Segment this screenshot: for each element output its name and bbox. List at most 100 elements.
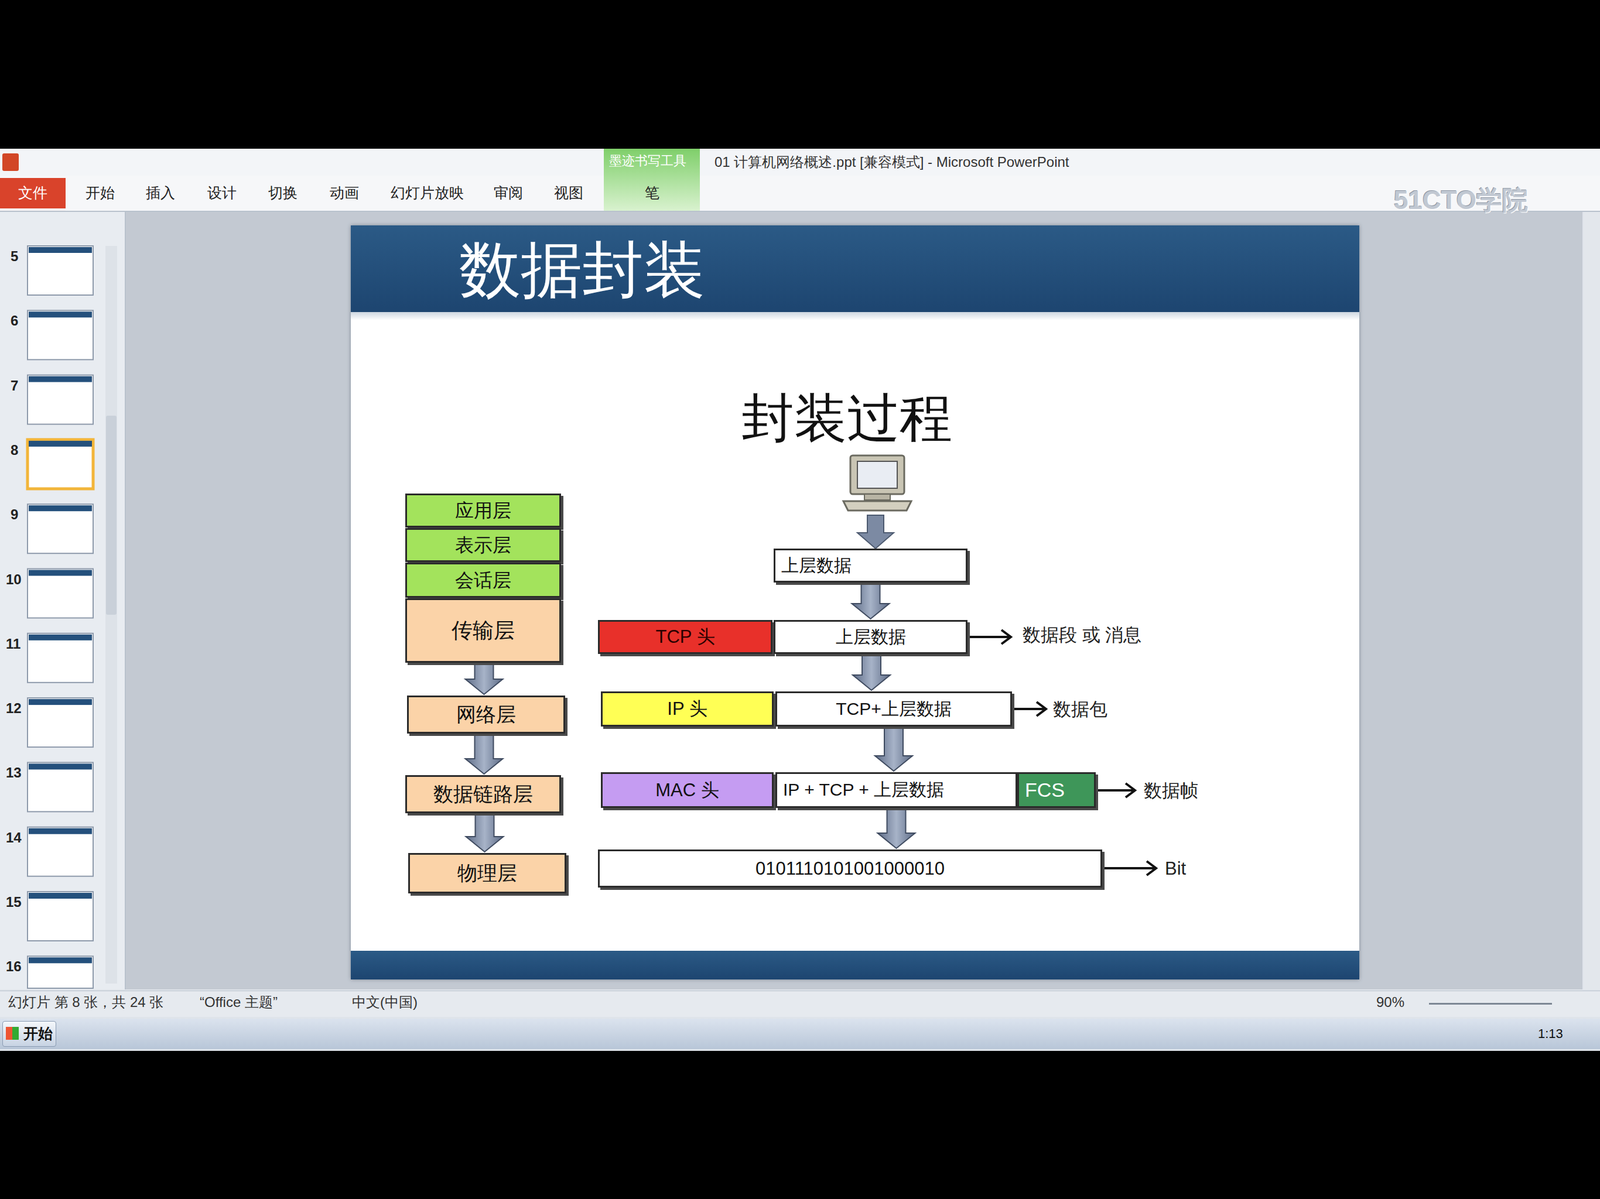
thumbnail-header xyxy=(28,440,92,447)
thumbnail-number: 15 xyxy=(5,894,22,912)
thumbnail-number: 13 xyxy=(5,764,22,782)
status-text: “Office 主题” xyxy=(199,994,278,1012)
block-arrow xyxy=(874,727,913,772)
layer-box: 物理层 xyxy=(408,853,567,894)
node-text: 物理层 xyxy=(457,862,518,885)
ribbon-tab: 笔 xyxy=(644,183,660,202)
layer-box: 表示层 xyxy=(405,528,562,563)
slide-thumbnail xyxy=(27,504,94,554)
ribbon-tab: 动画 xyxy=(329,183,360,202)
node-text: TCP+上层数据 xyxy=(835,699,952,720)
slide-thumbnail xyxy=(27,439,94,490)
clock: 1:13 xyxy=(1537,1026,1564,1042)
thumbnail-header xyxy=(28,311,92,318)
ribbon-tab: 设计 xyxy=(207,183,237,202)
block-arrow xyxy=(466,814,504,853)
status-text: 中文(中国) xyxy=(351,994,418,1012)
panel-scrollbar xyxy=(105,245,118,984)
thumbnail-header xyxy=(28,570,92,577)
thumbnail-number: 8 xyxy=(10,442,19,460)
ribbon-tab: 视图 xyxy=(554,183,584,202)
computer-arrow xyxy=(857,515,894,549)
ribbon-tab: 审阅 xyxy=(493,183,523,202)
ribbon-tab: 幻灯片放映 xyxy=(390,183,464,202)
layer-box: 数据链路层 xyxy=(405,775,562,814)
window-title: 01 计算机网络概述.ppt [兼容模式] - Microsoft PowerP… xyxy=(714,154,1069,172)
node-text: 应用层 xyxy=(455,500,512,522)
zoom-slider xyxy=(1428,1003,1552,1005)
panel-scroll-thumb xyxy=(106,415,117,615)
node-text: TCP 头 xyxy=(655,626,715,648)
node-text: IP 头 xyxy=(667,698,707,720)
status-text: 幻灯片 第 8 张，共 24 张 xyxy=(8,994,164,1012)
result-label: 数据包 xyxy=(1053,698,1108,721)
ribbon-tab: 文件 xyxy=(18,183,48,202)
slide-thumbnail xyxy=(27,310,94,360)
thumbnail-number: 6 xyxy=(10,312,19,330)
slide-thumbnail xyxy=(27,827,94,877)
thumbnail-number: 14 xyxy=(5,829,22,847)
node-text: 上层数据 xyxy=(781,555,852,577)
data-box: IP + TCP + 上层数据 xyxy=(775,772,1018,809)
block-arrow xyxy=(877,809,916,849)
slide-title: 数据封装 xyxy=(459,233,706,307)
thumbnail-number: 11 xyxy=(5,636,21,654)
slide-thumbnail xyxy=(27,569,94,619)
header-box: TCP 头 xyxy=(597,620,773,655)
node-text: 上层数据 xyxy=(835,627,907,648)
slide-thumbnail xyxy=(27,375,94,425)
watermark: 51CTO学院 xyxy=(1393,185,1528,217)
start-label: 开始 xyxy=(23,1024,53,1043)
result-arrows xyxy=(969,630,1157,876)
thumbnail-number: 10 xyxy=(5,571,22,589)
slide-thumbnail xyxy=(27,956,94,989)
trailer-box: FCS xyxy=(1017,772,1096,809)
thumbnail-header xyxy=(28,247,92,254)
slide-thumbnail xyxy=(27,698,94,748)
slide-thumbnail xyxy=(27,891,94,942)
thumbnail-header xyxy=(28,763,92,770)
ribbon-tab: 切换 xyxy=(268,183,298,202)
node-text: 会话层 xyxy=(455,569,512,592)
computer-icon xyxy=(843,455,912,511)
node-text: 传输层 xyxy=(451,618,515,643)
layer-box: 会话层 xyxy=(405,562,562,598)
thumbnail-header xyxy=(28,699,92,706)
block-arrow xyxy=(852,655,891,691)
bit-box: 0101110101001000010 xyxy=(597,849,1103,888)
node-text: 0101110101001000010 xyxy=(755,858,945,880)
block-arrow xyxy=(465,664,504,695)
status-text: 90% xyxy=(1376,994,1405,1012)
thumbnail-number: 16 xyxy=(5,958,22,976)
result-label: 数据段 或 消息 xyxy=(1022,624,1142,646)
layer-box: 传输层 xyxy=(405,598,562,663)
tool-tab: 墨迹书写工具 xyxy=(609,153,687,169)
thumbnail-number: 5 xyxy=(10,248,19,266)
thumbnail-number: 7 xyxy=(10,377,19,395)
data-box: 上层数据 xyxy=(773,548,968,583)
thumbnail-header xyxy=(28,893,92,899)
taskbar xyxy=(0,1019,1600,1050)
layer-box: 网络层 xyxy=(407,695,566,734)
node-text: FCS xyxy=(1024,778,1065,802)
ribbon-tab: 开始 xyxy=(85,183,115,202)
header-box: MAC 头 xyxy=(600,772,774,809)
node-text: 表示层 xyxy=(455,534,512,557)
block-arrow xyxy=(852,583,890,620)
result-label: 数据帧 xyxy=(1143,780,1199,802)
slide-header-fade xyxy=(350,312,1360,321)
data-box: TCP+上层数据 xyxy=(775,691,1013,727)
ribbon-tab: 插入 xyxy=(145,183,176,202)
data-box: 上层数据 xyxy=(773,620,968,655)
thumbnail-header xyxy=(28,376,92,383)
app-icon xyxy=(2,153,19,172)
thumbnail-header xyxy=(28,957,92,964)
right-scrollbar xyxy=(1583,212,1600,990)
thumbnail-header xyxy=(28,828,92,835)
node-text: 数据链路层 xyxy=(433,783,533,806)
slide-footer-band xyxy=(350,951,1360,980)
